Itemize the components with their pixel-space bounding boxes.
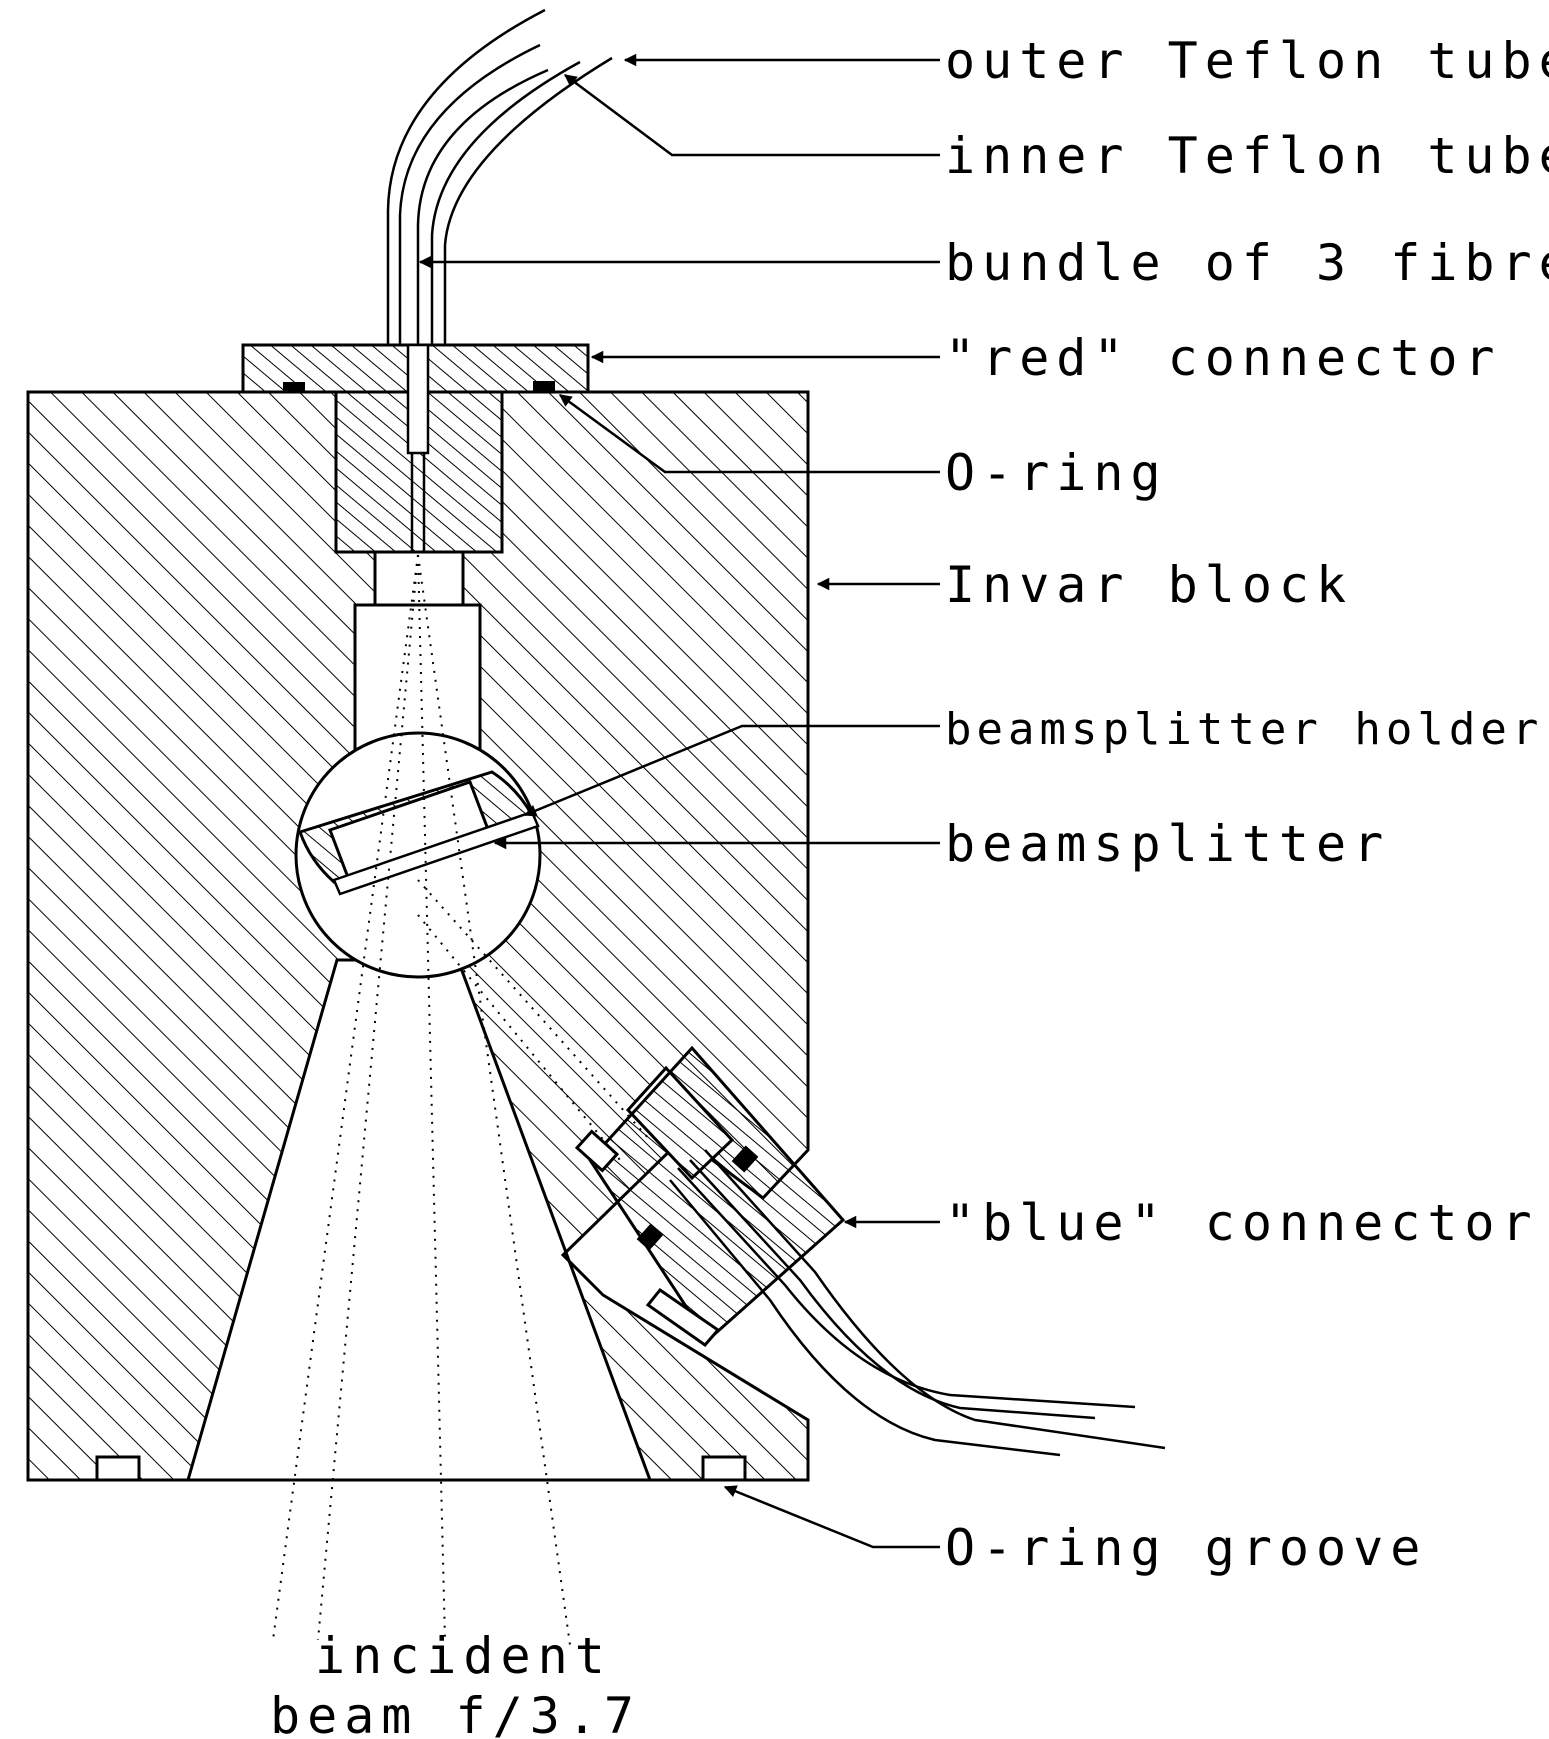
label-incident: incident — [315, 1627, 612, 1685]
incident-beam-rays — [272, 554, 651, 1646]
label-invar-block: Invar block — [945, 556, 1353, 614]
label-o-ring-groove: O-ring groove — [945, 1519, 1427, 1577]
o-ring-seal-right — [533, 381, 555, 391]
blue-connector — [574, 1045, 846, 1348]
label-o-ring: O-ring — [945, 444, 1168, 502]
o-ring-groove-left — [95, 1455, 141, 1482]
label-bundle-of-fibres: bundle of 3 fibres — [945, 234, 1549, 292]
label-beamsplitter: beamsplitter — [945, 815, 1390, 873]
leader-lines — [418, 53, 940, 1549]
fibre-bundle-in-connector — [406, 343, 430, 552]
beamsplitter-plate — [332, 810, 540, 896]
label-blue-connector: "blue" connector — [945, 1194, 1539, 1252]
o-ring-groove-right — [701, 1455, 747, 1482]
label-beamsplitter-holder: beamsplitter holder — [945, 704, 1543, 755]
teflon-tubes — [386, 8, 613, 345]
output-fibres — [669, 1149, 1166, 1457]
label-inner-teflon-tube: inner Teflon tube — [945, 127, 1549, 185]
fibre-bore — [355, 552, 480, 607]
o-ring-seal-left — [283, 382, 305, 391]
label-outer-teflon-tube: outer Teflon tube — [945, 32, 1549, 90]
label-red-connector: "red" connector — [945, 329, 1502, 387]
label-incident-beam: beam f/3.7 — [270, 1687, 641, 1739]
